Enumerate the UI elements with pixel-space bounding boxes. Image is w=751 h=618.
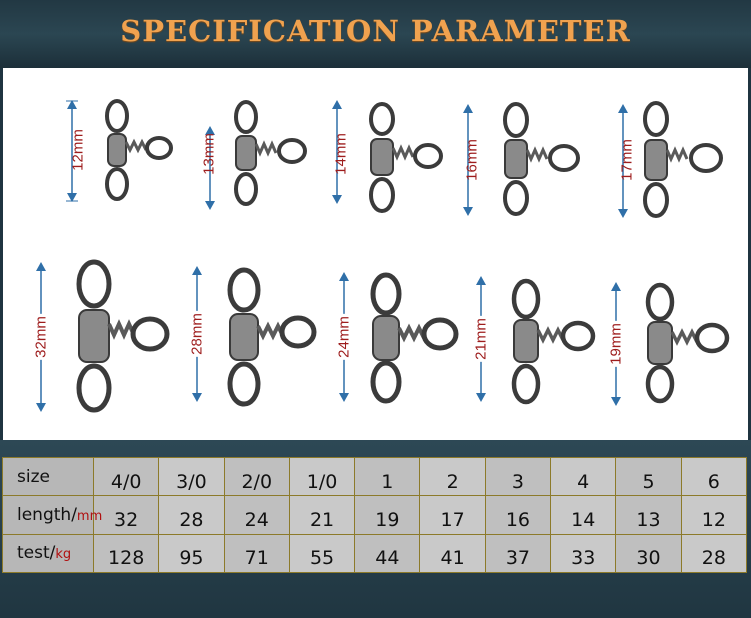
test-label: test/ xyxy=(17,543,56,564)
dimension-label: 13mm xyxy=(200,133,218,175)
barrel-swivel-image xyxy=(234,100,307,206)
size-cell: 1/0 xyxy=(288,456,356,497)
test-cell: 55 xyxy=(288,533,356,574)
length-cell: 14 xyxy=(550,495,617,535)
test-cell: 30 xyxy=(615,533,682,574)
header-bar xyxy=(0,0,751,68)
test-cell: 41 xyxy=(419,533,486,574)
table-row-length: length/mm 32 28 24 21 19 17 16 14 13 12 xyxy=(2,495,748,535)
size-cell: 3/0 xyxy=(158,456,225,497)
dimension-arrow xyxy=(205,126,215,210)
barrel-swivel-image xyxy=(503,102,580,216)
test-cell: 95 xyxy=(158,533,225,574)
dimension-arrow xyxy=(618,104,628,218)
test-cell: 33 xyxy=(550,533,617,574)
size-cell: 4 xyxy=(550,456,617,497)
size-cell: 3 xyxy=(484,456,552,497)
length-cell: 16 xyxy=(484,495,552,535)
length-cell: 24 xyxy=(223,495,290,535)
length-label: length/ xyxy=(17,504,77,525)
size-cell: 1 xyxy=(354,456,421,497)
dimension-arrow xyxy=(332,100,342,204)
barrel-swivel-image xyxy=(369,102,443,213)
test-cell: 44 xyxy=(354,533,421,574)
length-cell: 13 xyxy=(615,495,682,535)
size-cell: 2/0 xyxy=(223,456,290,497)
row-header-size: size xyxy=(2,456,94,497)
barrel-swivel-image xyxy=(643,101,723,218)
spec-table: size 4/0 3/0 2/0 1/0 1 2 3 4 5 6 length/… xyxy=(2,456,748,574)
dimension-label: 17mm xyxy=(618,139,636,181)
dimension-arrow xyxy=(66,100,78,202)
length-cell: 12 xyxy=(680,495,748,535)
row-header-length: length/mm xyxy=(2,495,102,535)
barrel-swivel-image xyxy=(370,272,459,404)
test-cell: 28 xyxy=(680,533,748,574)
length-cell: 17 xyxy=(419,495,486,535)
size-cell: 6 xyxy=(680,456,748,497)
size-cell: 5 xyxy=(615,456,682,497)
dimension-arrow xyxy=(463,104,473,216)
barrel-swivel-image xyxy=(76,259,170,413)
dimension-label: 19mm xyxy=(607,321,625,367)
test-cell: 128 xyxy=(92,533,160,574)
barrel-swivel-image xyxy=(105,99,173,201)
dimension-label: 12mm xyxy=(69,129,87,171)
table-row-size: size 4/0 3/0 2/0 1/0 1 2 3 4 5 6 xyxy=(2,456,748,497)
dimension-label: 21mm xyxy=(472,316,490,362)
length-cell: 19 xyxy=(354,495,421,535)
row-header-test: test/kg xyxy=(2,533,94,574)
barrel-swivel-image xyxy=(645,282,730,404)
dimension-label: 14mm xyxy=(332,133,350,175)
barrel-swivel-image xyxy=(511,278,596,405)
dimension-label: 16mm xyxy=(463,139,481,181)
dimension-label: 24mm xyxy=(335,314,353,360)
length-cell: 28 xyxy=(158,495,225,535)
size-cell: 4/0 xyxy=(92,456,160,497)
barrel-swivel-image xyxy=(227,267,317,407)
size-cell: 2 xyxy=(419,456,486,497)
length-cell: 32 xyxy=(92,495,160,535)
length-cell: 21 xyxy=(288,495,356,535)
dimension-label: 32mm xyxy=(32,314,50,360)
length-unit: mm xyxy=(76,508,103,524)
test-cell: 71 xyxy=(223,533,290,574)
dimension-label: 28mm xyxy=(188,311,206,357)
page-title: SPECIFICATION PARAMETER xyxy=(120,14,631,48)
table-row-test: test/kg 128 95 71 55 44 41 37 33 30 28 xyxy=(2,533,748,574)
test-cell: 37 xyxy=(484,533,552,574)
test-unit: kg xyxy=(55,547,72,563)
